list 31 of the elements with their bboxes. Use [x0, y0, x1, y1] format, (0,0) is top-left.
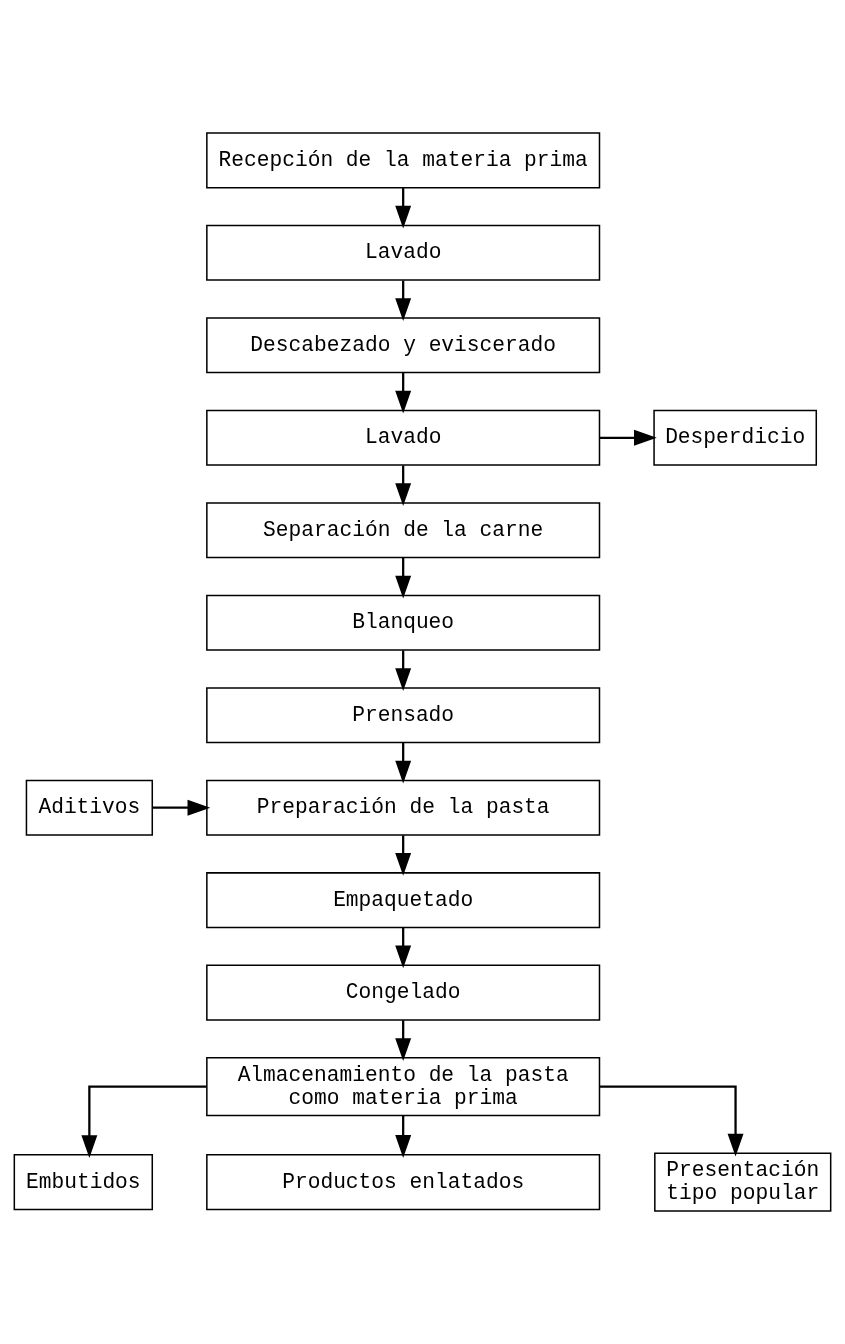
node-box: Desperdicio [653, 409, 818, 466]
node-box: Productos enlatados [206, 1154, 601, 1211]
arrow [599, 429, 657, 446]
arrow [395, 558, 412, 599]
node-box: Empaquetado [206, 872, 601, 929]
node-box: Aditivos [25, 779, 154, 836]
node-box: Blanqueo [206, 594, 601, 651]
node-box: Congelado [206, 964, 601, 1021]
arrow [152, 799, 211, 816]
node-box: Lavado [206, 409, 601, 466]
node-box: Recepción de la materia prima [206, 132, 601, 189]
arrow [395, 835, 412, 876]
node-box: Presentación tipo popular [654, 1152, 832, 1212]
node-box: Separación de la carne [206, 502, 601, 559]
node-box: Descabezado y eviscerado [206, 317, 601, 374]
node-box: Lavado [206, 224, 601, 281]
arrow [395, 280, 412, 321]
node-box: Almacenamiento de la pasta como materia prima [206, 1057, 601, 1117]
node-box: Preparación de la pasta [206, 779, 601, 836]
arrow [395, 742, 412, 784]
arrow [395, 650, 412, 691]
arrow [395, 188, 412, 229]
arrow [395, 373, 412, 414]
arrow [395, 927, 412, 969]
arrow [395, 1115, 412, 1158]
node-box: Embutidos [13, 1154, 154, 1211]
arrow [81, 1085, 207, 1158]
arrow [395, 465, 412, 506]
node-box: Prensado [206, 687, 601, 744]
arrow [395, 1020, 412, 1061]
arrow [599, 1085, 744, 1157]
